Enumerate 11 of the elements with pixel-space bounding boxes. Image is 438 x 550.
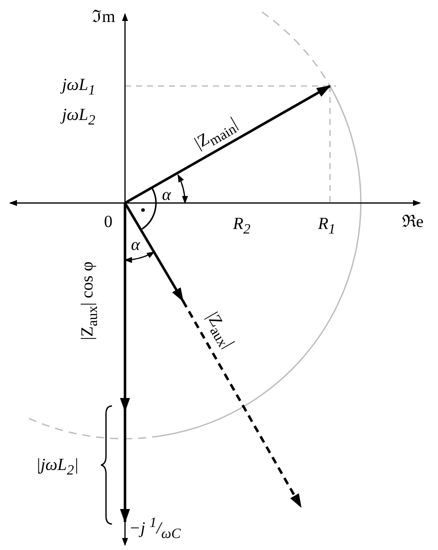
tick-label: jωL$_{1}$	[62, 76, 96, 98]
angle-label: α	[162, 186, 171, 203]
segment-label: |jωL$_{2}$|	[36, 456, 79, 478]
tick-label: R$_{2}$	[233, 215, 250, 237]
tick-label: −j $^{1}$/$_{ωC}$	[129, 516, 181, 542]
tick-label: R$_{1}$	[318, 215, 336, 237]
origin-label: 0	[104, 213, 112, 230]
axis-label: ℑm	[92, 8, 116, 25]
angle-label: α	[131, 236, 140, 253]
tick-label: jωL$_{2}$	[62, 106, 96, 128]
axis-label: ℜe	[402, 213, 424, 230]
